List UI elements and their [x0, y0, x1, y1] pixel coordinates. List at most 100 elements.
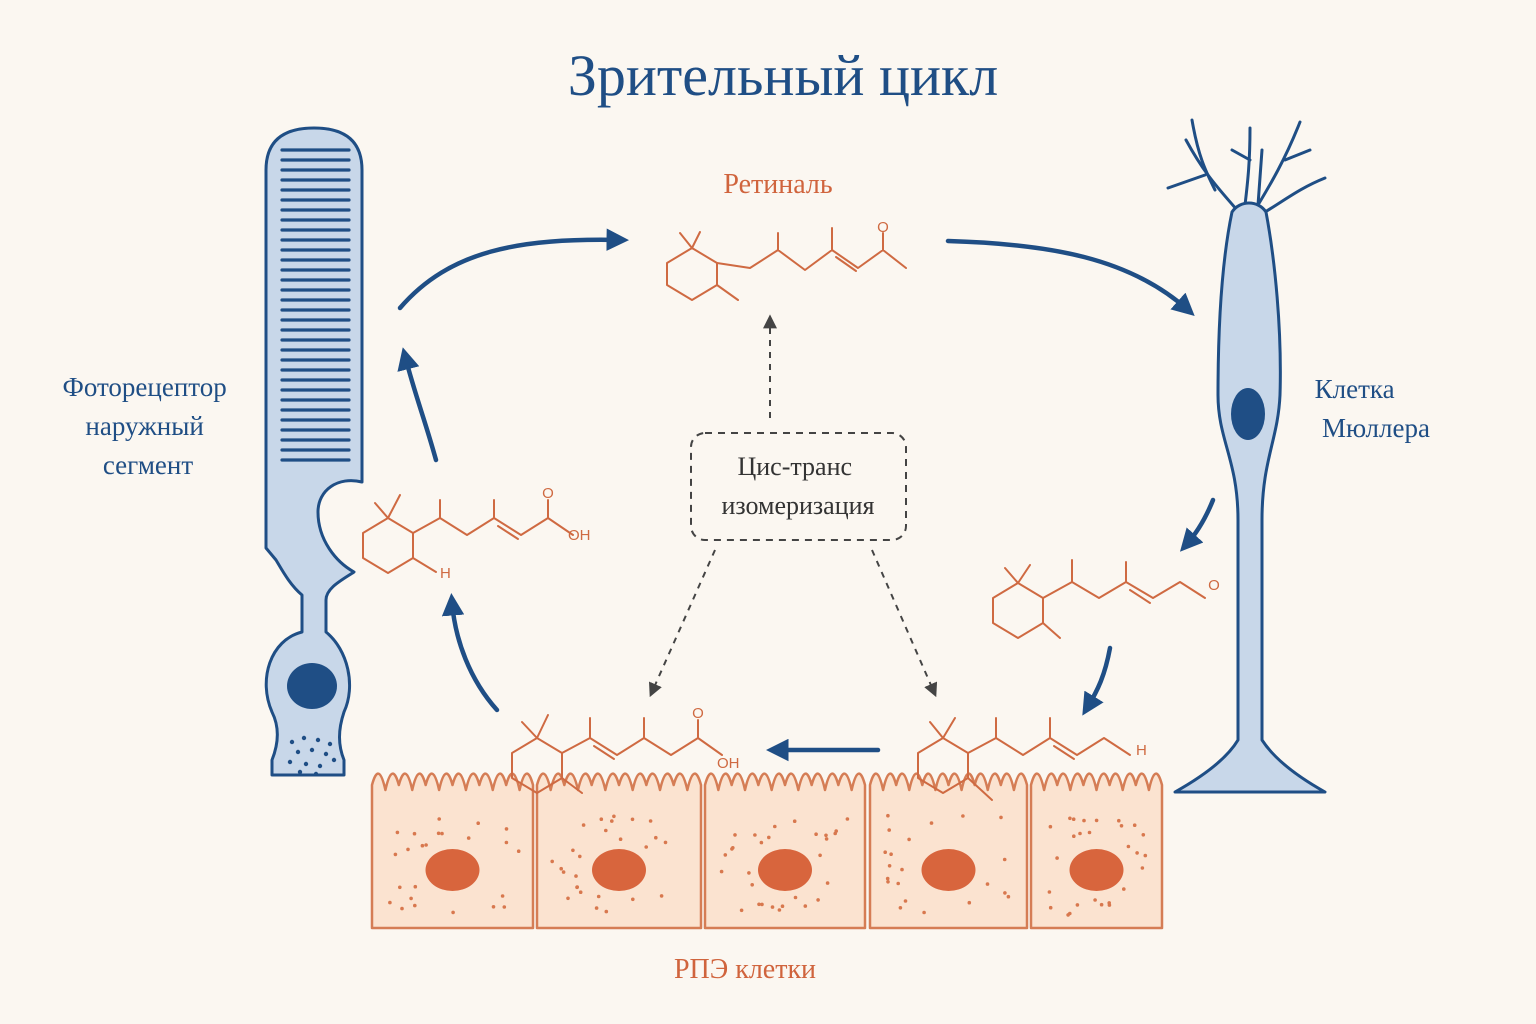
retinal-label: Ретиналь [723, 169, 832, 200]
rpe-granule [504, 840, 509, 845]
vesicle-dot [315, 737, 321, 743]
rpe-granule [502, 905, 507, 909]
rpe-granule [896, 881, 900, 886]
rpe-granule [1048, 824, 1053, 829]
rpe-nucleus [758, 849, 812, 891]
diagram-title: Зрительный цикл [568, 43, 998, 108]
rpe-granule [578, 890, 583, 894]
dashed-arrow-to-rpe-left [649, 549, 716, 698]
rpe-granule [644, 845, 648, 849]
svg-text:O: O [692, 705, 704, 722]
rpe-granule [566, 896, 570, 901]
rpe-granule [1006, 894, 1011, 899]
rpe-granule [753, 833, 757, 837]
rpe-granule [1075, 903, 1080, 907]
rpe-granule [1143, 853, 1148, 858]
rpe-granule [1078, 831, 1082, 836]
rpe-granule [1141, 833, 1146, 837]
rpe-nucleus [425, 849, 480, 891]
vesicle-dot [303, 761, 309, 767]
rpe-granule [618, 837, 623, 841]
rpe-granule [1002, 857, 1007, 862]
rpe-granule [824, 833, 828, 838]
rpe-granule [1003, 891, 1007, 895]
rpe-granule [1068, 816, 1072, 821]
rpe-granule [476, 821, 481, 825]
rpe-granule [777, 908, 782, 912]
rpe-granule [759, 840, 764, 845]
rpe-granule [824, 837, 829, 841]
rpe-label: РПЭ клетки [674, 954, 816, 985]
svg-text:O: O [1208, 577, 1220, 594]
rpe-granule [575, 885, 579, 890]
rpe-granule [898, 906, 903, 910]
retinal-molecule-icon: O [666, 219, 907, 301]
svg-text:OH: OH [717, 755, 740, 772]
rpe-granule [1135, 851, 1139, 855]
rpe-granule [887, 828, 891, 832]
rpe-granule [1119, 824, 1124, 828]
isomerization-label: Цис-транс изомеризация [721, 452, 874, 520]
rpe-granule [900, 867, 904, 872]
rpe-granule [648, 819, 653, 823]
rpe-granule [731, 846, 735, 850]
rpe-granule [1126, 844, 1131, 849]
rpe-granule [491, 905, 496, 909]
arrow-molecule-to-photoreceptor [397, 347, 439, 463]
arrow-rpe-to-left-molecule [441, 593, 500, 713]
vesicle-dot [289, 739, 295, 745]
rpe-granule [719, 869, 724, 874]
rpe-granule [1117, 818, 1121, 823]
rpe-granule [750, 883, 754, 887]
rpe-granule [887, 864, 892, 868]
svg-text:O: O [877, 219, 889, 236]
rpe-granule [571, 848, 575, 853]
rpe-granule [845, 817, 850, 821]
rpe-granule [780, 904, 785, 908]
rpe-granule [1071, 817, 1076, 821]
vesicle-dot [323, 751, 329, 757]
rpe-cells-icon [370, 772, 1164, 930]
vesicle-dot [297, 769, 303, 775]
rpe-granule [596, 894, 601, 899]
svg-text:H: H [1136, 742, 1147, 759]
rpe-granule [550, 859, 554, 864]
vesicle-dot [287, 759, 293, 765]
rpe-granule [631, 897, 635, 902]
retinoic-acid-molecule-icon: O OH H [362, 485, 591, 582]
rpe-granule [578, 854, 582, 859]
vesicle-dot [313, 771, 319, 777]
rpe-granule [409, 896, 413, 901]
rpe-granule [604, 828, 608, 833]
svg-text:OH: OH [568, 527, 591, 544]
rpe-granule [388, 900, 392, 905]
photoreceptor-disks [280, 148, 351, 462]
rpe-granule [792, 819, 797, 823]
rpe-granule [793, 895, 798, 900]
rpe-granule [999, 815, 1003, 820]
rpe-granule [1082, 818, 1086, 823]
rpe-nucleus [1069, 849, 1124, 891]
vesicle-dot [331, 757, 337, 763]
rpe-nucleus [592, 849, 646, 891]
svg-text:H: H [440, 565, 451, 582]
rpe-granule [466, 836, 471, 840]
rpe-granule [574, 874, 578, 878]
rpe-granule [929, 821, 934, 825]
rpe-granule [833, 831, 837, 836]
rpe-granule [739, 908, 744, 913]
arrow-retinal-to-muller [945, 238, 1195, 317]
rpe-granule [803, 904, 808, 908]
rpe-granule [773, 824, 777, 829]
rpe-granule [1093, 898, 1097, 902]
rpe-granule [814, 832, 818, 836]
rpe-granule [1047, 890, 1052, 894]
rpe-granule [406, 847, 410, 852]
rpe-granule [1140, 866, 1145, 870]
synaptic-vesicles [287, 735, 337, 777]
vesicle-dot [309, 747, 315, 753]
rpe-granule [1087, 830, 1092, 835]
photoreceptor-nucleus [287, 663, 337, 709]
